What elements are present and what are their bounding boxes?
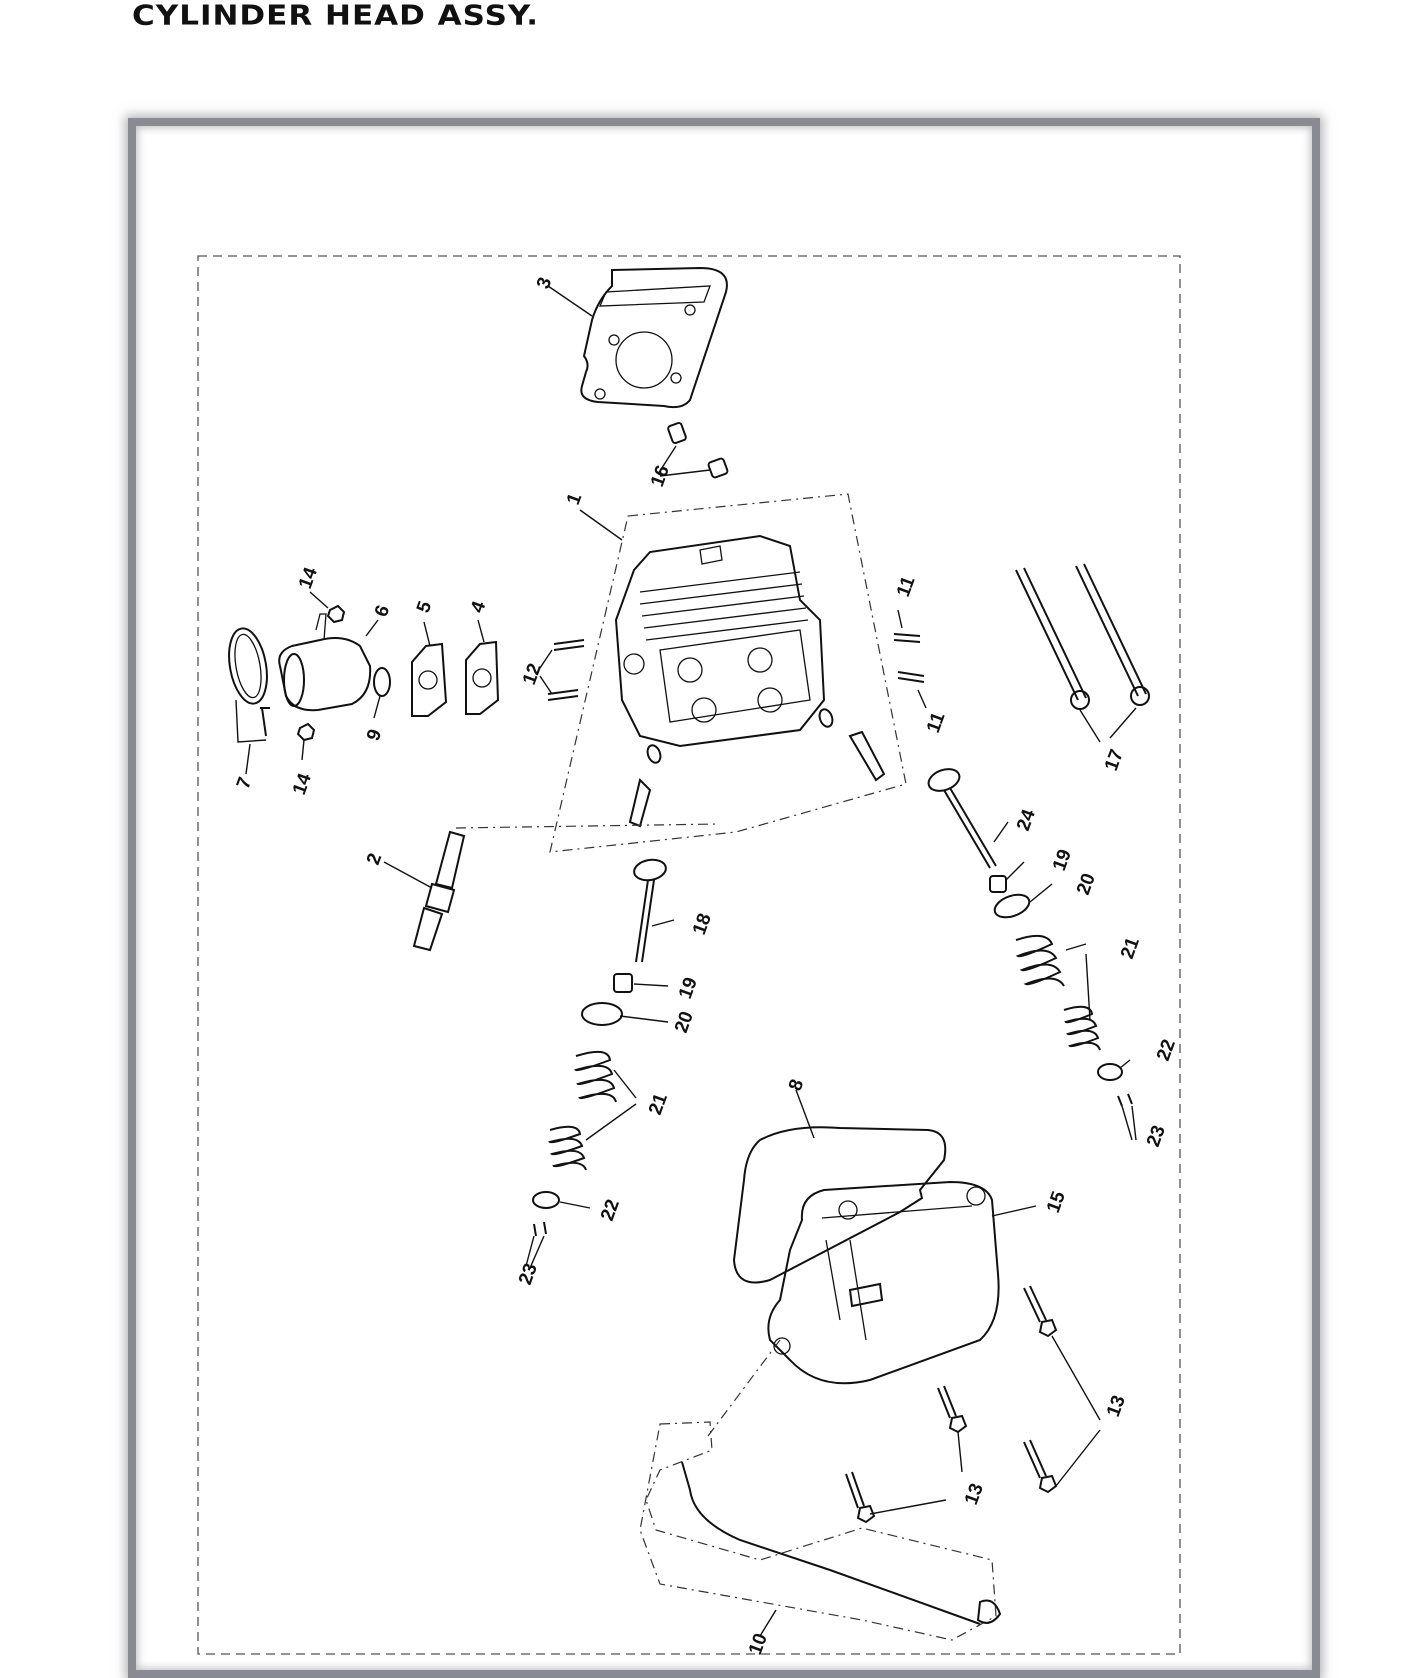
part-12-studs <box>539 639 585 701</box>
callout-21a: 21 <box>1117 934 1144 961</box>
part-22-23-right <box>1097 1059 1137 1141</box>
diagram-frame <box>128 118 1320 1678</box>
callout-19a: 19 <box>1049 847 1076 874</box>
callout-16: 16 <box>647 463 674 490</box>
callout-24: 24 <box>1013 806 1040 833</box>
part-15-head-cover <box>767 1180 1037 1385</box>
part-21-springs-left <box>548 1050 637 1171</box>
callout-2: 2 <box>363 851 386 868</box>
part-6-intake-manifold <box>278 613 379 712</box>
part-7-clamp <box>228 627 270 775</box>
callout-22b: 22 <box>597 1197 624 1224</box>
callout-22a: 22 <box>1153 1037 1180 1064</box>
diagram-boundary <box>197 255 1181 1655</box>
callout-17: 17 <box>1101 747 1128 774</box>
callout-20b: 20 <box>671 1009 698 1036</box>
callout-4: 4 <box>467 598 490 616</box>
callout-19b: 19 <box>675 975 702 1002</box>
part-10-breather-tube <box>639 1339 1002 1641</box>
callout-9: 9 <box>363 727 386 744</box>
callout-1: 1 <box>563 490 586 508</box>
callout-6: 6 <box>371 603 394 620</box>
callout-13a: 13 <box>1103 1393 1130 1420</box>
callout-23b: 23 <box>515 1261 542 1288</box>
part-2-spark-plug <box>383 823 721 952</box>
part-24-valve <box>927 768 1009 869</box>
part-14-nuts <box>296 591 346 761</box>
callout-8: 8 <box>785 1077 808 1094</box>
part-17-long-studs <box>1015 563 1150 743</box>
callout-20a: 20 <box>1073 871 1100 898</box>
part-8-cover-gasket <box>732 1089 947 1284</box>
callout-21b: 21 <box>645 1090 672 1117</box>
part-16-dowel-pins <box>657 421 729 479</box>
part-18-valve <box>633 858 675 963</box>
callout-15: 15 <box>1043 1188 1070 1215</box>
callout-11a: 11 <box>893 573 920 599</box>
callout-23a: 23 <box>1143 1123 1170 1150</box>
part-11-studs <box>893 609 927 709</box>
head-small-parts <box>628 708 886 828</box>
callout-14b: 14 <box>289 770 316 797</box>
part-3-head-gasket <box>547 266 728 409</box>
part-21-springs-right <box>1015 934 1101 1051</box>
part-19-20-left <box>581 973 669 1026</box>
part-19-20-right <box>989 861 1053 919</box>
callout-18: 18 <box>689 911 716 938</box>
part-1-cylinder-head <box>549 493 907 853</box>
part-13-bolts <box>845 1285 1101 1524</box>
callout-3: 3 <box>533 275 556 292</box>
part-5-gasket <box>411 621 448 717</box>
part-22-23-left <box>525 1191 591 1269</box>
part-9-o-ring <box>373 667 391 719</box>
part-4-gasket <box>465 619 500 715</box>
callout-5: 5 <box>413 598 436 616</box>
callout-14a: 14 <box>295 564 322 591</box>
callout-11b: 11 <box>923 709 950 735</box>
callout-7: 7 <box>233 775 256 792</box>
page-title: CYLINDER HEAD ASSY. <box>132 0 539 32</box>
callout-13b: 13 <box>961 1481 988 1508</box>
